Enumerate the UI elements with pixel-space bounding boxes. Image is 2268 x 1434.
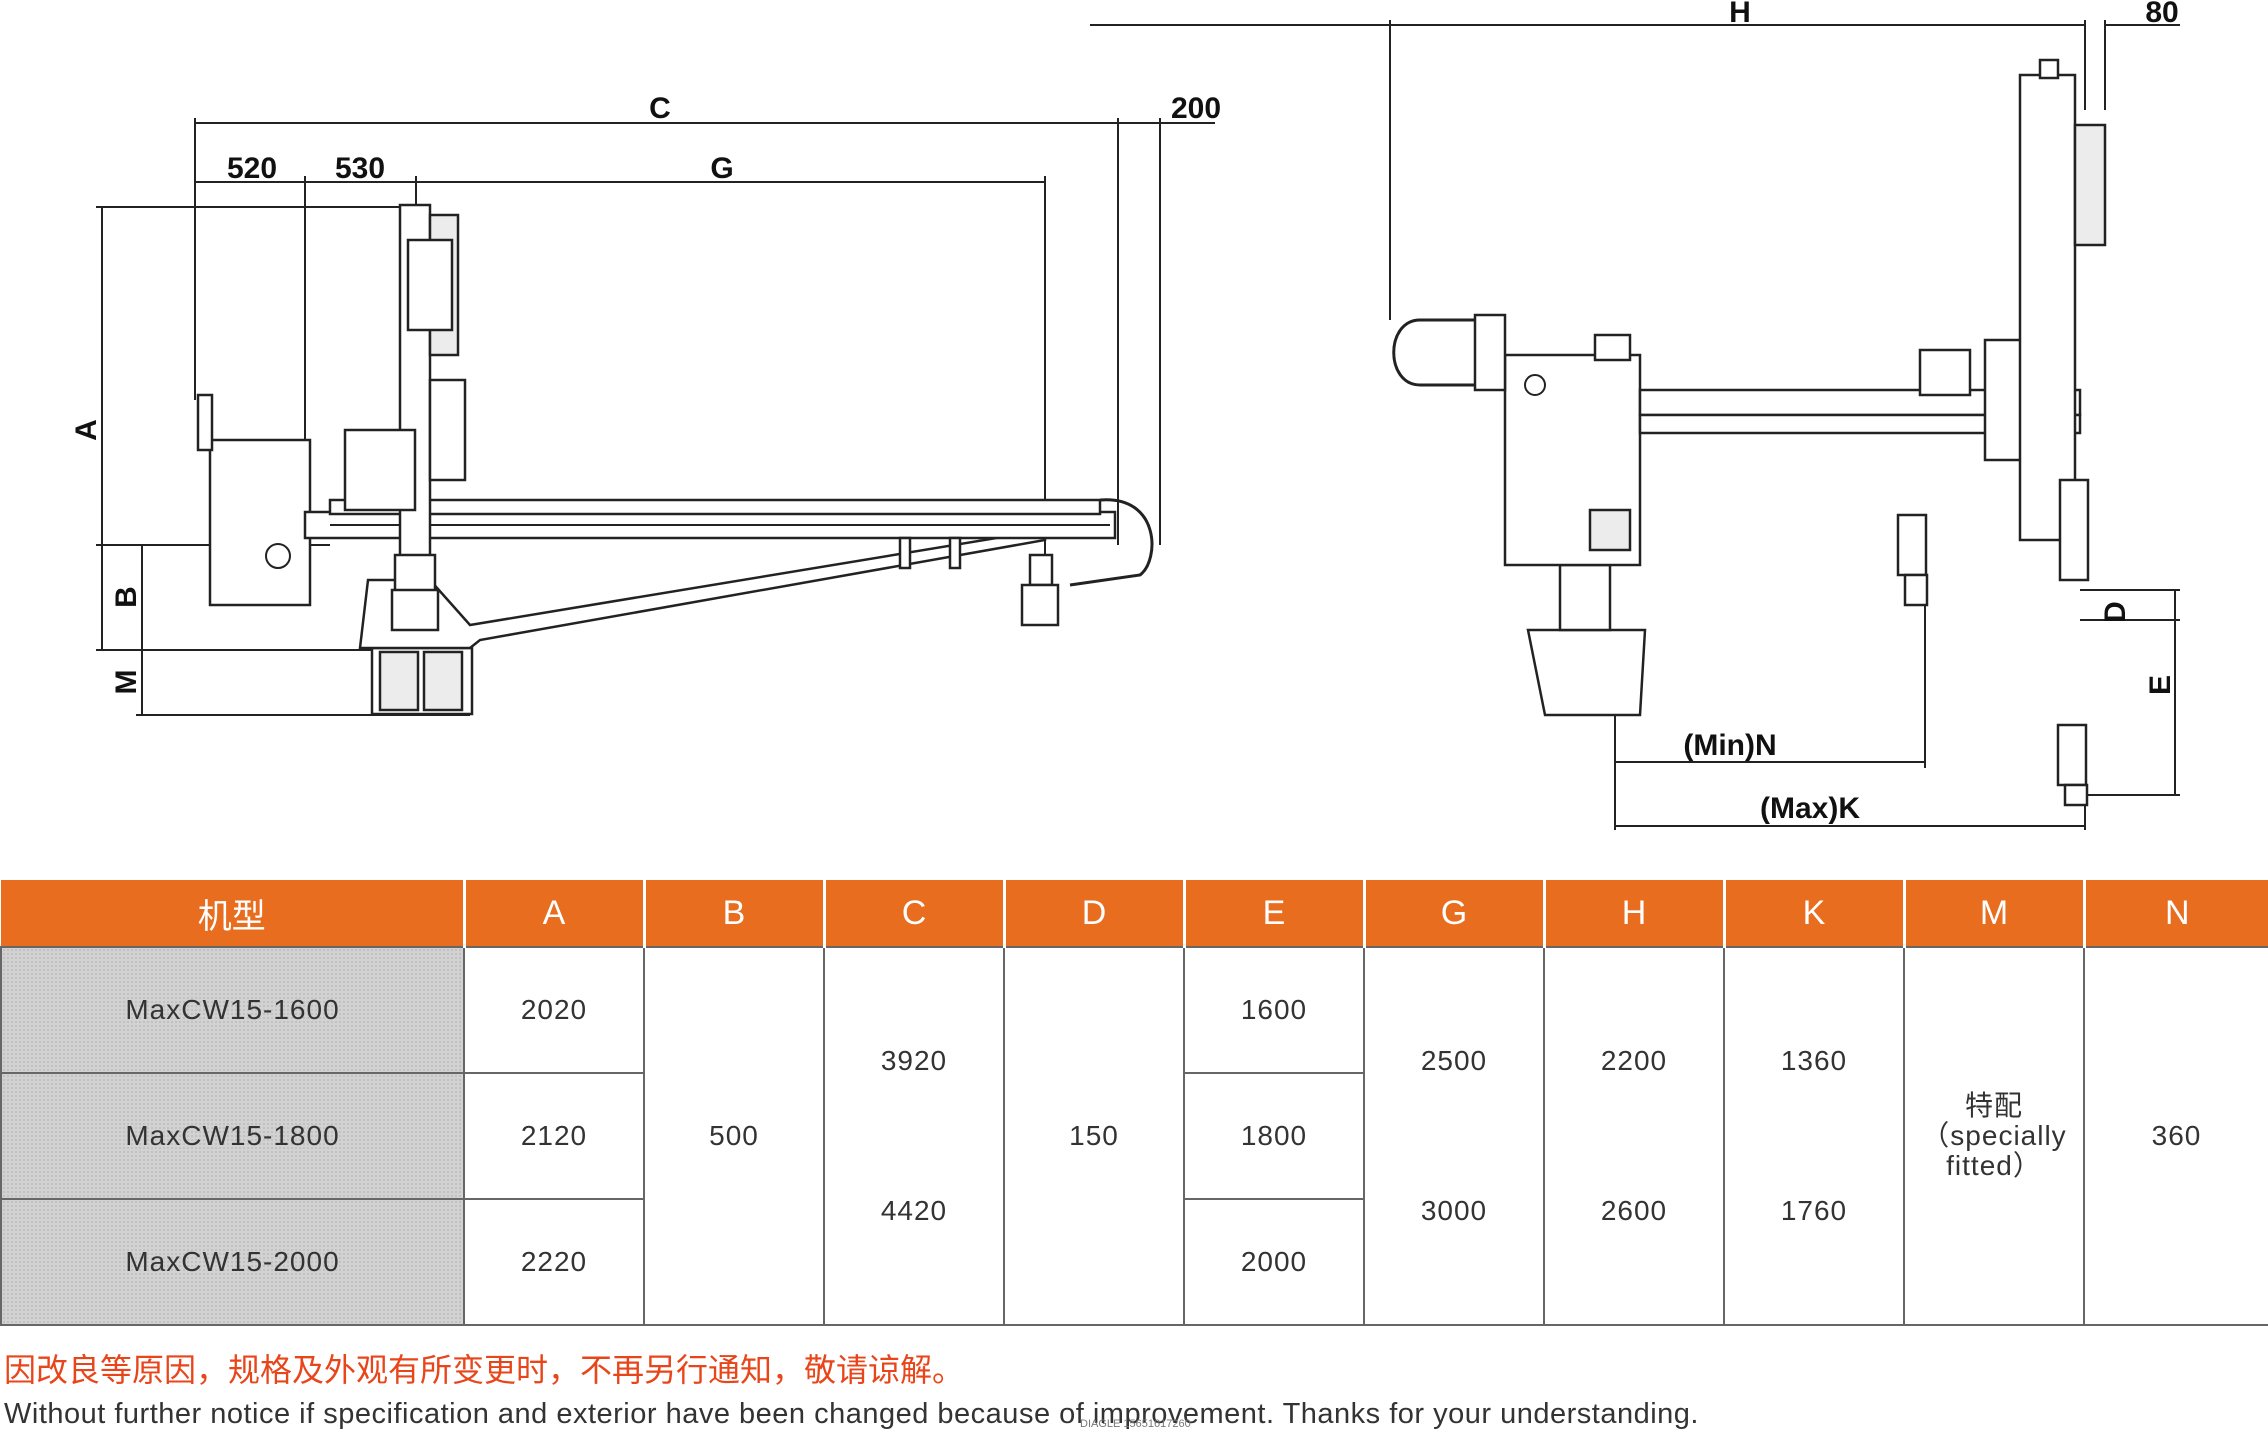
dim-h-label: H — [1729, 0, 1751, 29]
table-row: MaxCW15-1600 2020 500 3920 4420 150 1600… — [0, 946, 2268, 1326]
notice-chinese: 因改良等原因，规格及外观有所变更时，不再另行通知，敬请谅解。 — [4, 1351, 965, 1389]
spec-table: 机型 A B C D E G H K M N MaxCW15-1600 2020… — [0, 880, 2268, 1326]
cell-g: 2500 3000 — [1363, 946, 1545, 1326]
header-e: E — [1184, 880, 1366, 947]
dim-max-k-label: (Max)K — [1760, 792, 1860, 825]
header-n: N — [2084, 880, 2268, 947]
cell-c-value: 4420 — [880, 1195, 948, 1226]
header-model: 机型 — [1, 880, 466, 947]
cell-h: 2200 2600 — [1543, 946, 1725, 1326]
cell-a: 2220 — [463, 1198, 645, 1326]
dim-e-label: E — [2144, 675, 2177, 695]
dim-d-label: D — [2099, 601, 2132, 623]
side-view: H 80 D E (Min)N (Max)K — [1090, 0, 2180, 830]
dim-min-n-label: (Min)N — [1683, 729, 1776, 762]
cell-k-value: 1760 — [1780, 1195, 1848, 1226]
model-cell: MaxCW15-2000 — [0, 1198, 465, 1326]
front-view: C 200 520 530 G A B M — [70, 92, 1221, 716]
dim-200-label: 200 — [1171, 92, 1221, 125]
cell-c-value: 3920 — [880, 1045, 948, 1076]
cell-k: 1360 1760 — [1723, 946, 1905, 1326]
table-row: MaxCW15-1800 2120 1800 — [0, 1072, 2268, 1200]
watermark-text: DIAGLE 15651617260 — [1080, 1418, 1191, 1430]
header-m: M — [1904, 880, 2086, 947]
cell-h-value: 2600 — [1600, 1195, 1668, 1226]
cell-k-value: 1360 — [1780, 1045, 1848, 1076]
dim-a-label: A — [70, 419, 103, 441]
cell-g-value: 3000 — [1420, 1195, 1488, 1226]
dim-m-label: M — [110, 670, 143, 695]
cell-a: 2120 — [463, 1072, 645, 1200]
header-k: K — [1724, 880, 1906, 947]
technical-drawing: C 200 520 530 G A B M — [70, 0, 2180, 830]
table-row: MaxCW15-2000 2220 2000 — [0, 1198, 2268, 1326]
dim-b-label: B — [110, 586, 143, 608]
header-a: A — [464, 880, 646, 947]
cell-d: 150 — [1003, 946, 1185, 1326]
notice-english: Without further notice if specification … — [4, 1398, 1699, 1430]
dim-c-label: C — [649, 92, 671, 125]
cell-m-line: 特配 — [1964, 1090, 2023, 1121]
header-b: B — [644, 880, 826, 947]
header-h: H — [1544, 880, 1726, 947]
model-cell: MaxCW15-1600 — [0, 946, 465, 1074]
cell-g-value: 2500 — [1420, 1045, 1488, 1076]
cell-e: 1800 — [1183, 1072, 1365, 1200]
dim-80-label: 80 — [2145, 0, 2178, 29]
cell-m-line: （specially — [1921, 1120, 2067, 1151]
cell-a: 2020 — [463, 946, 645, 1074]
cell-h-value: 2200 — [1600, 1045, 1668, 1076]
cell-m-line: fitted） — [1946, 1150, 2042, 1181]
cell-m: 特配 （specially fitted） — [1903, 946, 2085, 1326]
cell-n: 360 — [2083, 946, 2268, 1326]
cell-e: 1600 — [1183, 946, 1365, 1074]
dim-g-label: G — [710, 152, 733, 185]
cell-c: 3920 4420 — [823, 946, 1005, 1326]
cell-e: 2000 — [1183, 1198, 1365, 1326]
cell-b: 500 — [643, 946, 825, 1326]
header-g: G — [1364, 880, 1546, 947]
dim-530-label: 530 — [335, 152, 385, 185]
dim-520-label: 520 — [227, 152, 277, 185]
header-d: D — [1004, 880, 1186, 947]
header-row: 机型 A B C D E G H K M N — [1, 880, 2268, 947]
model-cell: MaxCW15-1800 — [0, 1072, 465, 1200]
header-c: C — [824, 880, 1006, 947]
